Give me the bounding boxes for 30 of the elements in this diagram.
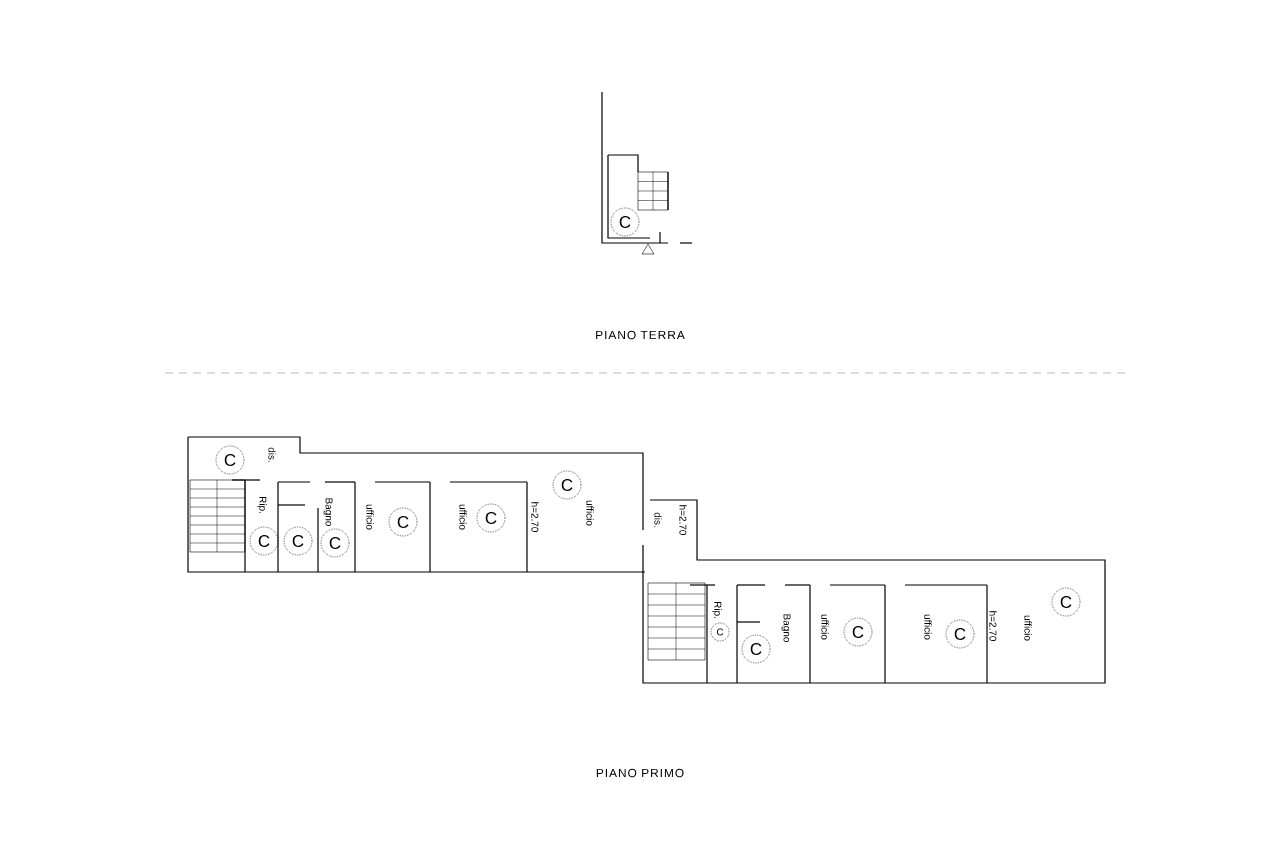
- floor-heading: PIANO PRIMO: [596, 768, 684, 778]
- room-label: dis.: [268, 447, 276, 462]
- circled-letter: C: [610, 207, 640, 237]
- room-label: Rip.: [712, 601, 722, 618]
- circled-letter: C: [388, 507, 418, 537]
- room-label: h=2.70: [989, 611, 997, 641]
- circled-letter: C: [320, 528, 350, 558]
- circled-letter: C: [249, 526, 279, 556]
- room-label: h=2.70: [531, 502, 539, 532]
- room-label: ufficio: [459, 504, 467, 530]
- room-label: h=2.70: [679, 505, 687, 535]
- room-label: ufficio: [924, 614, 932, 640]
- room-label: ufficio: [586, 500, 594, 526]
- circled-letter: C: [843, 617, 873, 647]
- circled-letter: C: [710, 622, 730, 642]
- circled-letter: C: [741, 634, 771, 664]
- room-label: Bagno: [781, 614, 791, 642]
- room-label: Rip.: [257, 496, 267, 513]
- circled-letter: C: [283, 526, 313, 556]
- room-label: ufficio: [1024, 615, 1032, 641]
- room-label: ufficio: [821, 614, 829, 640]
- circled-letter: C: [215, 445, 245, 475]
- room-label: Bagno: [323, 498, 333, 526]
- room-label: dis.: [654, 512, 662, 527]
- circled-letter: C: [552, 470, 582, 500]
- circled-letter: C: [476, 503, 506, 533]
- floor-heading: PIANO TERRA: [596, 330, 685, 340]
- circled-letter: C: [1051, 587, 1081, 617]
- circled-letter: C: [945, 619, 975, 649]
- room-label: ufficio: [366, 504, 374, 530]
